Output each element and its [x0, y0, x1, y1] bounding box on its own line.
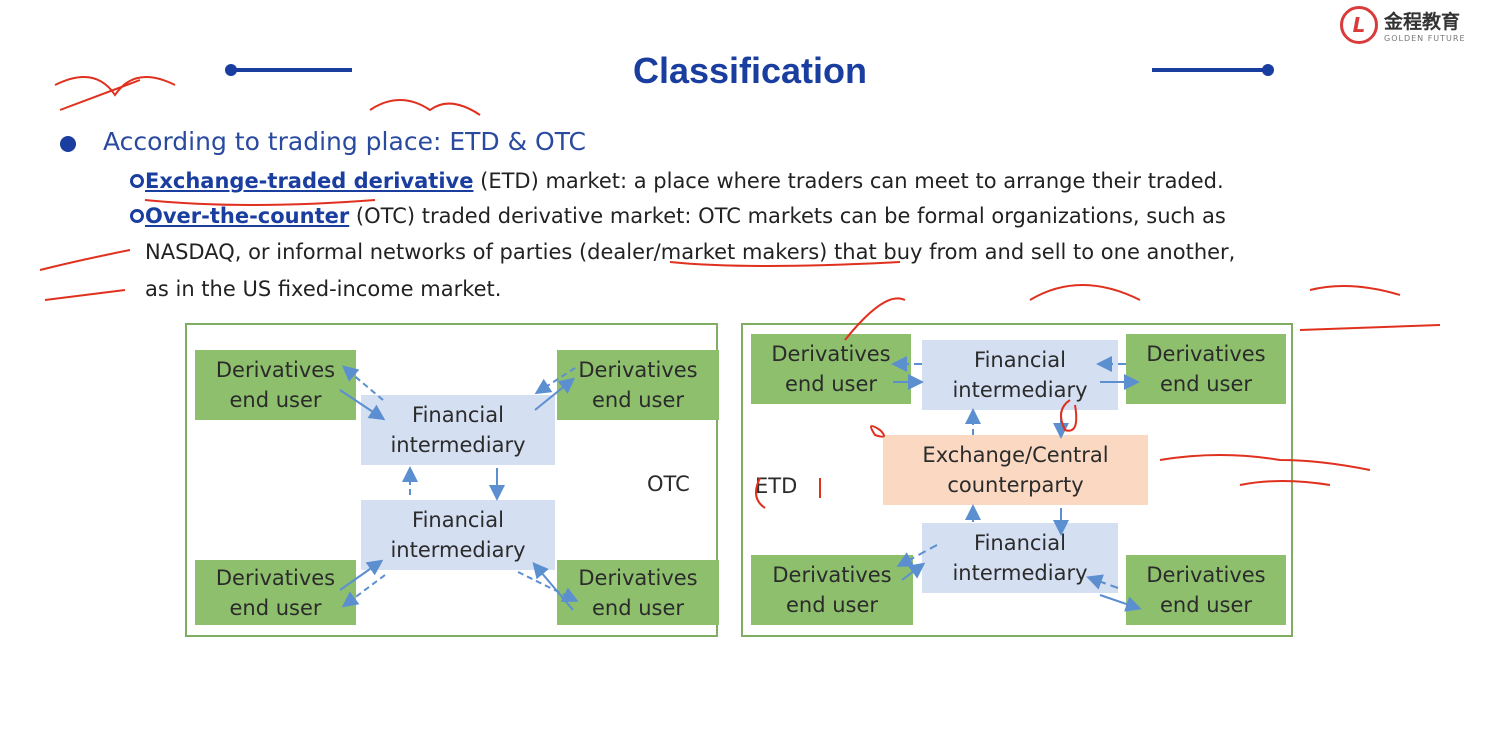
etd-central-counterparty: Exchange/Central counterparty — [883, 435, 1148, 505]
etd-end-user-bl: Derivatives end user — [751, 555, 913, 625]
bullet-icon — [60, 136, 76, 152]
term-etd: Exchange-traded derivative — [145, 169, 474, 193]
logo-cn: 金程教育 — [1384, 11, 1461, 33]
etd-label: ETD — [755, 474, 798, 498]
otc-diagram — [185, 323, 718, 637]
etd-intermediary-bottom: Financial intermediary — [922, 523, 1118, 593]
etd-desc: (ETD) market: a place where traders can … — [473, 169, 1224, 193]
logo-en: GOLDEN FUTURE — [1384, 34, 1466, 43]
otc-label: OTC — [647, 472, 690, 496]
sub-bullet-etd: Exchange-traded derivative (ETD) market:… — [145, 169, 1224, 193]
title-dot-left — [225, 64, 237, 76]
etd-end-user-br: Derivatives end user — [1126, 555, 1286, 625]
logo-seal-icon: L — [1340, 6, 1378, 44]
title-divider-left — [230, 68, 352, 72]
otc-end-user-tr: Derivatives end user — [557, 350, 719, 420]
otc-desc-line3: as in the US fixed-income market. — [145, 277, 502, 301]
etd-intermediary-top: Financial intermediary — [922, 340, 1118, 410]
handwritten-annotations — [39, 76, 1441, 509]
title-divider-right — [1152, 68, 1268, 72]
etd-end-user-tr: Derivatives end user — [1126, 334, 1286, 404]
otc-intermediary-bottom: Financial intermediary — [361, 500, 555, 570]
sub-bullet-icon — [130, 209, 144, 223]
otc-intermediary-top: Financial intermediary — [361, 395, 555, 465]
etd-diagram — [741, 323, 1293, 637]
otc-desc: (OTC) traded derivative market: OTC mark… — [349, 204, 1226, 228]
otc-end-user-br: Derivatives end user — [557, 560, 719, 625]
sub-bullet-otc: Over-the-counter (OTC) traded derivative… — [145, 204, 1226, 228]
term-otc: Over-the-counter — [145, 204, 350, 228]
logo: L 金程教育 GOLDEN FUTURE — [1340, 6, 1466, 44]
sub-bullet-icon — [130, 174, 144, 188]
etd-end-user-tl: Derivatives end user — [751, 334, 911, 404]
otc-end-user-tl: Derivatives end user — [195, 350, 356, 420]
slide-title: Classification — [632, 50, 868, 91]
otc-desc-line2: NASDAQ, or informal networks of parties … — [145, 240, 1236, 264]
title-dot-right — [1262, 64, 1274, 76]
otc-end-user-bl: Derivatives end user — [195, 560, 356, 625]
bullet-text: According to trading place: ETD & OTC — [103, 127, 586, 156]
